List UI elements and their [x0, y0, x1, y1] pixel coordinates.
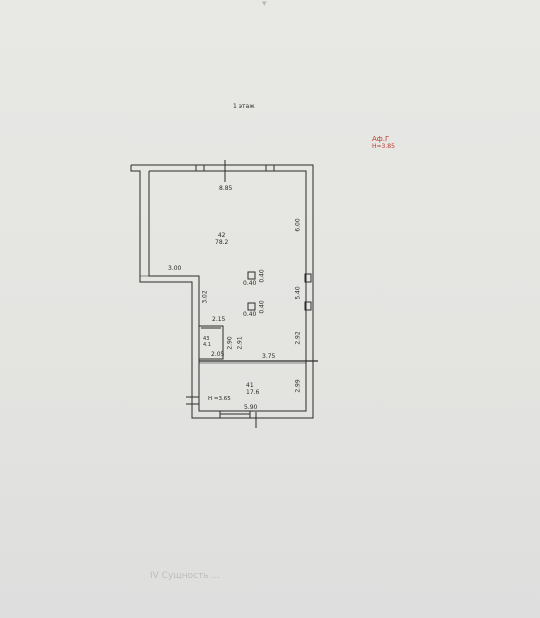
floor-title: 1 этаж [233, 103, 255, 110]
dim-small-room-width: 2.15 [212, 316, 226, 323]
column-2 [247, 302, 256, 311]
column-2-label-b: 0.40 [258, 300, 266, 314]
footer-text: IV Сущность ... [150, 571, 221, 581]
room-number: 41 [246, 382, 254, 389]
dim-left-ledge-height: 3.02 [201, 290, 209, 304]
outer-wall-inner [148, 170, 307, 412]
room-41: 41 17.6 [246, 383, 259, 396]
dim-door-offset: 3.75 [262, 353, 276, 360]
column-1-label-b: 0.40 [258, 269, 266, 283]
dim-right-bottom: 2.99 [294, 379, 302, 393]
column-1 [247, 271, 256, 280]
dim-small-room-height: 2.91 [236, 336, 244, 350]
approval-mark: Аф.Г Н=3.85 [372, 136, 395, 150]
outer-wall-outer [130, 164, 314, 419]
approval-mark-bottom: Н=3.85 [372, 143, 395, 150]
column-1-label-a: 0.40 [243, 280, 257, 287]
dim-small-room-inner: 2.90 [226, 336, 234, 350]
room-area: 78.2 [215, 239, 229, 246]
height-note: Н =3.65 [208, 396, 231, 402]
dim-lower-left: 2.05 [211, 351, 225, 358]
column-2-label-a: 0.40 [243, 311, 257, 318]
dim-right-mid: 5.40 [294, 286, 302, 300]
room-number: 43 [203, 336, 210, 342]
room-43: 43 4.1 [203, 337, 211, 348]
room-area: 4.1 [203, 342, 211, 348]
dim-right-low: 2.92 [294, 331, 302, 345]
approval-mark-top: Аф.Г [372, 135, 390, 143]
dim-top-width: 8.85 [219, 185, 233, 192]
room-area: 17.6 [246, 389, 260, 396]
dim-ledge-width: 3.00 [168, 265, 182, 272]
top-edge-mark: ▾ [262, 0, 267, 9]
room-42: 42 78.2 [215, 233, 228, 246]
room-number: 42 [217, 232, 226, 239]
dim-right-upper: 6.00 [294, 218, 302, 232]
dim-bottom-width: 5.90 [244, 404, 258, 411]
